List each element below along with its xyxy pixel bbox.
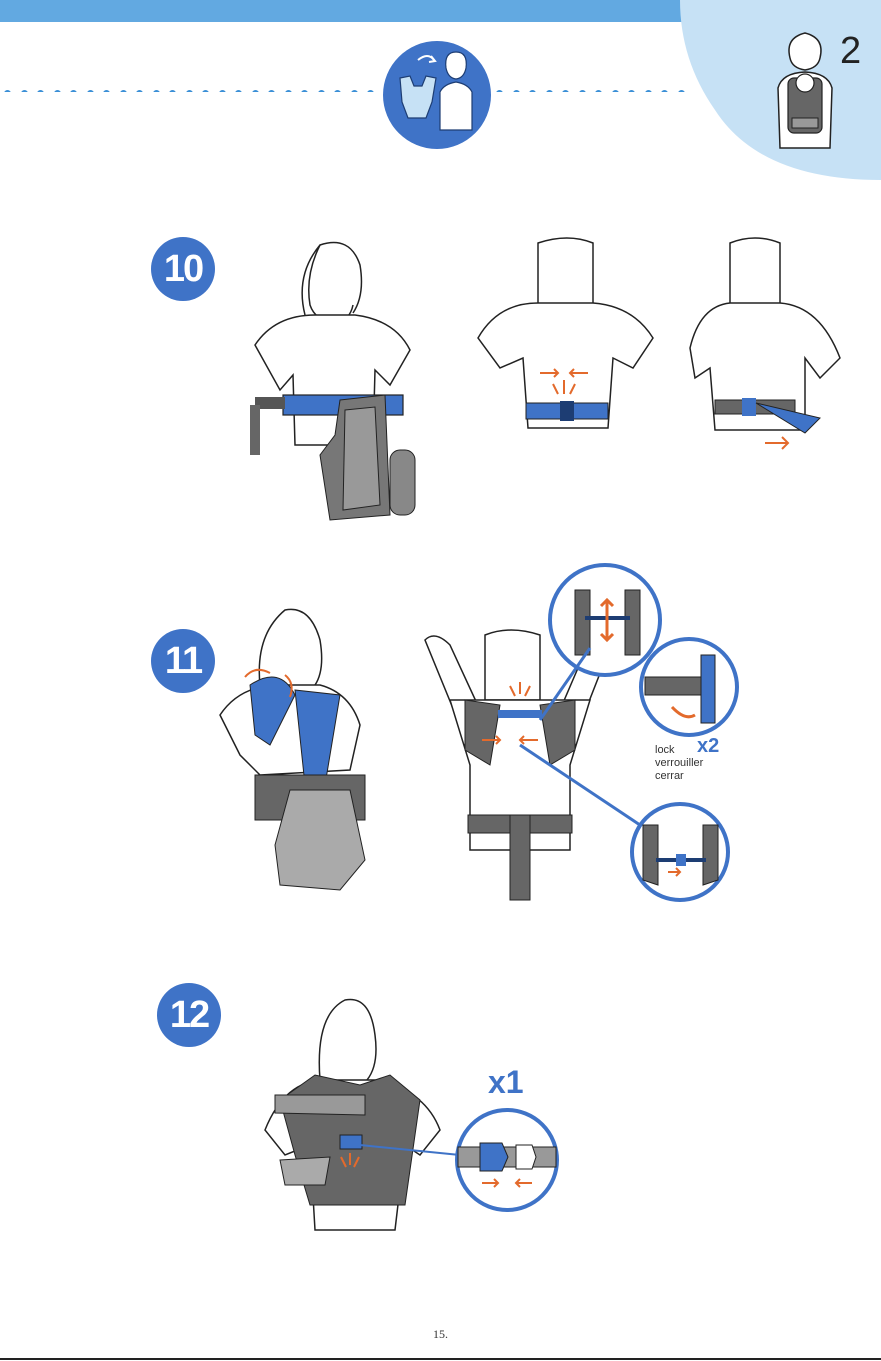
step10-back-buckle-illustration — [468, 238, 663, 433]
lock-label-es: cerrar — [655, 770, 703, 783]
step10-front-illustration — [225, 235, 425, 525]
step-badge-10: 10 — [151, 237, 215, 301]
carrier-to-person-icon — [382, 40, 492, 150]
step11-zoom-chest-strap-illustration — [628, 800, 732, 904]
lock-label-en: lock — [655, 744, 703, 757]
lock-label: lock verrouiller cerrar — [655, 744, 703, 783]
step12-zoom-buckle-illustration — [452, 1105, 562, 1215]
step12-front-illustration — [255, 995, 455, 1235]
dotted-line-left — [4, 84, 382, 92]
mode-thumbnail-illustration — [770, 28, 840, 148]
dotted-line-right — [496, 84, 696, 92]
step11-front-illustration — [200, 605, 370, 890]
step12-zoom-connector-line — [360, 1140, 460, 1170]
step11-zoom-lock-illustration — [637, 635, 742, 740]
mode-number: 2 — [840, 30, 861, 73]
step-badge-12: 12 — [157, 983, 221, 1047]
step12-repeat-count: x1 — [488, 1064, 524, 1101]
page-number: 15. — [0, 1327, 881, 1342]
lock-label-fr: verrouiller — [655, 757, 703, 770]
step10-back-strap-illustration — [680, 238, 850, 453]
bottom-rule — [0, 1358, 881, 1360]
